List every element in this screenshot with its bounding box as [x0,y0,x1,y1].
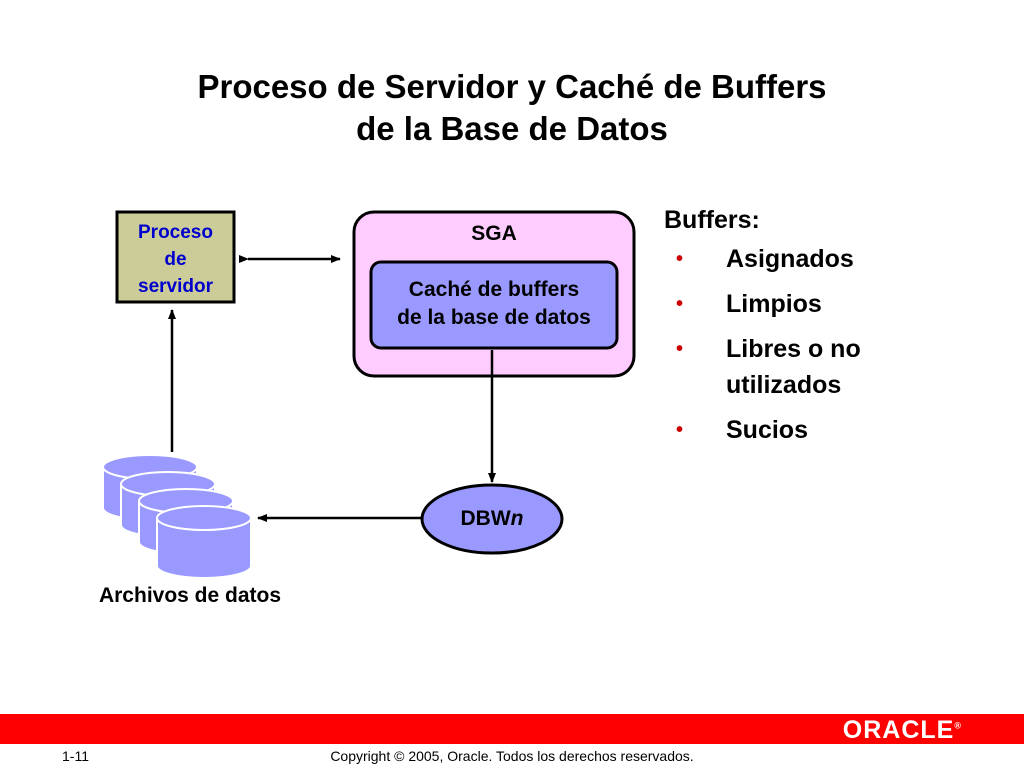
sga-label: SGA [471,222,517,245]
oracle-logo-text: ORACLE [842,716,955,744]
bullet-icon: • [676,419,684,441]
copyright-text: Copyright © 2005, Oracle. Todos los dere… [330,748,694,764]
buffer-item-label: Limpios [726,290,822,318]
buffer-cache-box [369,260,619,350]
datafiles-icon [102,454,252,579]
server-process-line-1: Proceso [138,222,213,243]
server-process-label: Proceso de servidor [117,219,234,300]
buffer-cache-label: Caché de buffers de la base de datos [371,276,617,332]
oracle-logo: ORACLE® [843,716,962,745]
buffer-cache-line-1: Caché de buffers [408,278,580,301]
server-process-box [115,210,236,304]
oracle-logo-mark: ® [954,720,962,731]
slide-title-line-2: de la Base de Datos [356,110,668,147]
server-process-line-2: de [164,249,187,270]
buffer-item-label: Libres o no [726,335,861,363]
slide-title: Proceso de Servidor y Caché de Buffers d… [0,66,1024,150]
footer-bar [0,714,1024,744]
bullet-icon: • [676,248,684,270]
buffer-item-label: Asignados [726,245,854,273]
dbwn-label: DBWn [422,505,562,533]
bullet-icon: • [676,293,684,315]
buffer-cache-line-2: de la base de datos [397,306,591,329]
bullet-icon: • [676,338,684,360]
datafiles-label: Archivos de datos [98,584,282,607]
dbwn-ellipse [420,483,564,555]
buffers-heading: Buffers: [664,206,760,234]
buffer-item-limpios: • Limpios [664,286,861,322]
dbwn-prefix: DBW [460,507,511,530]
dbwn-suffix: n [510,507,524,530]
buffer-item-label: Sucios [726,416,808,444]
architecture-diagram [102,210,636,579]
slide-title-line-1: Proceso de Servidor y Caché de Buffers [197,68,827,105]
buffer-item-label-2: utilizados [726,371,842,399]
buffer-item-libres: • Libres o no utilizados [664,331,861,403]
page-number: 1-11 [62,748,89,764]
buffer-item-asignados: • Asignados [664,241,861,277]
buffer-item-sucios: • Sucios [664,412,861,448]
server-process-line-3: servidor [138,276,213,297]
buffers-list: Buffers: • Asignados • Limpios • Libres … [664,206,861,457]
